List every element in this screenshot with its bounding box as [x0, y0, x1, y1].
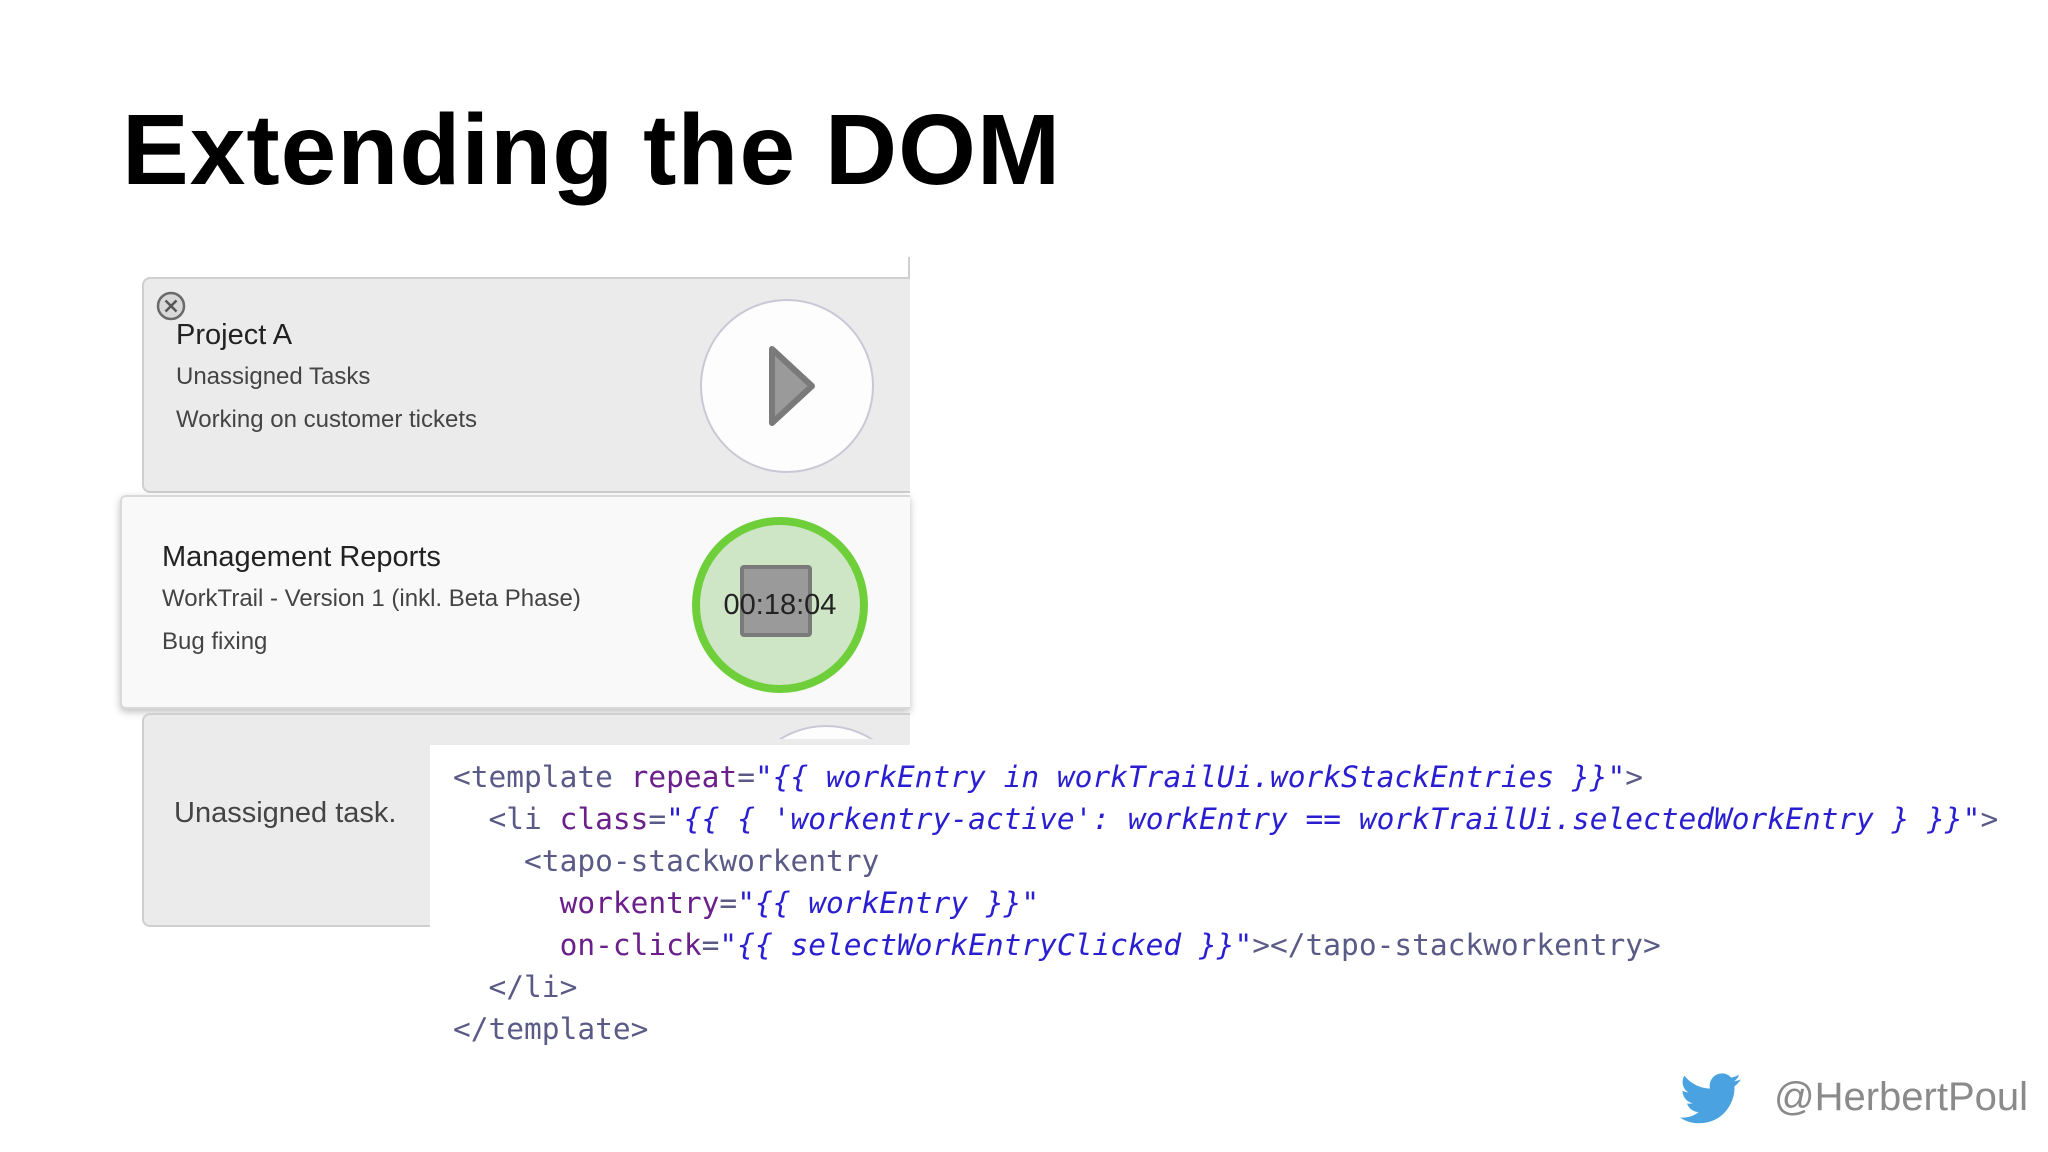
- code-attr: workentry: [453, 886, 720, 920]
- code-line-5: on-click="{{ selectWorkEntryClicked }}">…: [453, 924, 1661, 966]
- code-line-7: </template>: [453, 1008, 648, 1050]
- code-tag: ></tapo-stackworkentry>: [1252, 928, 1661, 962]
- code-tag: </li>: [453, 970, 578, 1004]
- card-description: Working on customer tickets: [176, 406, 477, 433]
- code-tag: <template: [453, 760, 631, 794]
- work-entry-card-management-reports[interactable]: Management Reports WorkTrail - Version 1…: [120, 495, 910, 709]
- twitter-bird-icon: [1680, 1073, 1741, 1124]
- code-op: =: [737, 760, 755, 794]
- stop-timer-button[interactable]: 00:18:04: [692, 517, 868, 693]
- code-tag: >: [1625, 760, 1643, 794]
- code-tag: <tapo-stackworkentry: [453, 844, 880, 878]
- panel-edge: [908, 257, 910, 277]
- stop-icon: [740, 565, 812, 637]
- code-string: "{{ selectWorkEntryClicked }}": [719, 928, 1253, 962]
- code-attr: repeat: [630, 760, 738, 794]
- card-description: Bug fixing: [162, 628, 268, 655]
- play-button-partial: [766, 725, 886, 739]
- code-op: =: [701, 928, 720, 962]
- twitter-handle: @HerbertPoul: [1774, 1075, 2029, 1119]
- code-string: "{{ { 'workentry-active': workEntry == w…: [666, 802, 1981, 836]
- code-snippet: <template repeat="{{ workEntry in workTr…: [430, 745, 2048, 1075]
- card-title: Project A: [176, 319, 293, 351]
- play-icon: [769, 346, 815, 426]
- code-string: "{{ workEntry }}": [737, 886, 1040, 920]
- slide-title: Extending the DOM: [122, 94, 1062, 206]
- code-line-3: <tapo-stackworkentry: [453, 840, 879, 882]
- code-attr: class: [559, 802, 649, 836]
- code-line-4: workentry="{{ workEntry }}": [453, 882, 1040, 924]
- code-line-6: </li>: [453, 966, 578, 1008]
- code-tag: </template>: [453, 1012, 649, 1046]
- work-entry-card-project-a[interactable]: Project A Unassigned Tasks Working on cu…: [142, 277, 910, 493]
- code-line-1: <template repeat="{{ workEntry in workTr…: [453, 756, 1643, 798]
- card-title: Unassigned task.: [174, 797, 397, 829]
- card-title: Management Reports: [162, 541, 441, 573]
- code-op: =: [648, 802, 667, 836]
- card-subtitle: Unassigned Tasks: [176, 363, 371, 390]
- code-tag: >: [1980, 802, 1999, 836]
- card-subtitle: WorkTrail - Version 1 (inkl. Beta Phase): [162, 585, 581, 612]
- play-button[interactable]: [700, 299, 874, 473]
- code-string: "{{ workEntry in workTrailUi.workStackEn…: [754, 760, 1626, 794]
- elapsed-timer: 00:18:04: [723, 588, 837, 621]
- code-tag: <li: [453, 802, 560, 836]
- close-circle-icon[interactable]: [156, 291, 186, 321]
- code-line-2: <li class="{{ { 'workentry-active': work…: [453, 798, 1999, 840]
- code-attr: on-click: [453, 928, 702, 962]
- code-op: =: [719, 886, 738, 920]
